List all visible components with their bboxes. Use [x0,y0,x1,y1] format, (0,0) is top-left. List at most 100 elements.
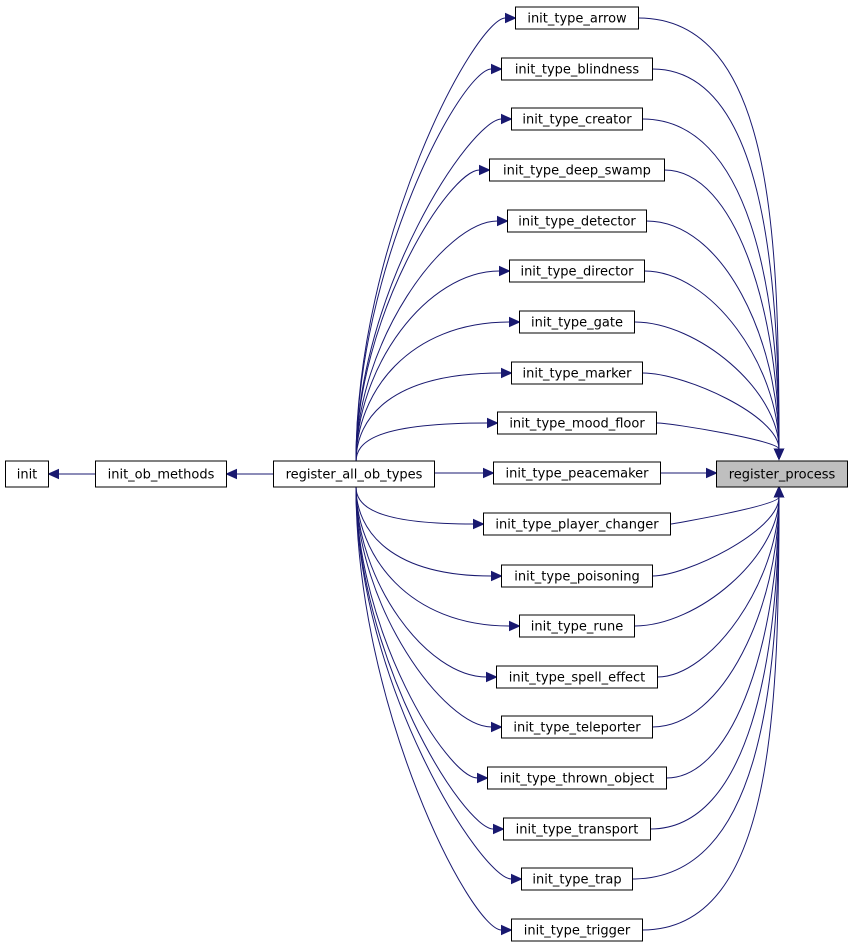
node-label: init_type_teleporter [513,721,641,736]
node-init-type-gate[interactable]: init_type_gate [519,310,635,334]
node-init-type-thrown-object[interactable]: init_type_thrown_object [487,766,667,790]
node-init-type-poisoning[interactable]: init_type_poisoning [501,564,653,588]
arrowhead [473,518,485,530]
edge-line [355,17,506,463]
edge-line [652,496,780,728]
edge-line [355,321,510,463]
edge-init_type_detector-to-register_all_ob_types [355,215,509,463]
node-box [493,461,661,485]
node-init-type-detector[interactable]: init_type_detector [507,209,647,233]
node-register-process[interactable]: register_process [716,460,848,488]
edge-line [664,169,780,450]
node-label: init_type_creator [522,113,632,128]
edge-line [642,118,780,450]
node-init-type-arrow[interactable]: init_type_arrow [515,6,639,30]
edge-line [355,486,510,627]
node-label: init_type_mood_floor [509,417,645,432]
arrowhead [493,823,505,835]
arrowhead [773,448,785,461]
node-label: init_type_blindness [515,63,640,78]
edge-register_process-to-init_type_poisoning [652,485,785,577]
edge-line [632,496,780,880]
node-init-type-peacemaker[interactable]: init_type_peacemaker [493,461,661,485]
edge-line [670,496,780,525]
edge-line [634,321,780,450]
node-box [273,460,435,488]
edge-register_process-to-init_type_thrown_object [666,485,785,779]
node-label: init_type_director [520,265,634,280]
node-label: init_type_trap [532,873,621,888]
node-box [5,460,49,488]
edge-line [666,496,780,779]
node-init-type-marker[interactable]: init_type_marker [511,361,643,385]
node-init-type-player-changer[interactable]: init_type_player_changer [483,512,671,536]
node-box [483,512,671,536]
node-init-type-trigger[interactable]: init_type_trigger [511,918,643,942]
edge-register_process-to-init_type_trigger [642,485,785,931]
arrowhead [225,468,237,480]
arrowhead [501,113,513,125]
edge-init_type_spell_effect-to-register_all_ob_types [355,486,498,683]
arrowhead [773,485,785,498]
arrowhead [501,924,513,936]
edge-register_process-to-init_type_player_changer [670,485,785,525]
edge-line [652,68,780,450]
edge-line [355,486,494,830]
edge-init_type_peacemaker-to-register_all_ob_types [434,467,495,479]
node-box [503,817,651,841]
node-label: init_type_peacemaker [506,467,650,482]
arrowhead [486,671,498,683]
arrowhead [491,721,503,733]
edge-line [355,486,512,880]
edge-init_type_director-to-register_all_ob_types [355,265,511,463]
node-label: init_type_rune [531,620,623,635]
edge-init_type_teleporter-to-register_all_ob_types [355,486,503,733]
node-init-type-spell-effect[interactable]: init_type_spell_effect [496,665,658,689]
edge-init_type_trigger-to-register_all_ob_types [355,486,513,936]
edge-register_process-to-init_type_marker [642,372,785,461]
edge-line [355,68,492,463]
node-init[interactable]: init [5,460,49,488]
node-box [487,766,667,790]
node-label: init_type_detector [518,215,636,230]
node-init-type-teleporter[interactable]: init_type_teleporter [501,715,653,739]
node-init-type-rune[interactable]: init_type_rune [519,614,635,638]
node-init-type-mood-floor[interactable]: init_type_mood_floor [497,411,657,435]
node-init-ob-methods[interactable]: init_ob_methods [95,460,227,488]
edge-init_type_trap-to-register_all_ob_types [355,486,523,885]
node-label: init_ob_methods [108,468,215,483]
node-init-type-trap[interactable]: init_type_trap [521,867,633,891]
edge-line [644,270,780,450]
node-label: init_type_poisoning [514,570,640,585]
node-box [509,259,645,283]
edge-line [355,486,492,728]
edge-register_process-to-init_type_spell_effect [657,485,785,678]
node-box [515,6,639,30]
node-init-type-blindness[interactable]: init_type_blindness [501,57,653,81]
node-init-type-transport[interactable]: init_type_transport [503,817,651,841]
node-box [489,158,665,182]
node-box [519,310,635,334]
arrowhead [491,570,503,582]
edge-init_type_deep_swamp-to-register_all_ob_types [355,164,491,463]
node-init-type-creator[interactable]: init_type_creator [511,107,643,131]
node-label: init_type_spell_effect [509,671,646,686]
edge-init_ob_methods-to-init [47,468,96,480]
node-init-type-deep-swamp[interactable]: init_type_deep_swamp [489,158,665,182]
edges-layer [47,12,785,936]
edge-register_process-to-init_type_arrow [638,17,785,461]
edge-line [355,486,487,678]
edge-line [634,496,780,627]
node-label: init_type_transport [516,823,639,838]
edge-line [355,372,502,463]
edge-init_type_player_changer-to-register_all_ob_types [355,486,485,530]
arrowhead [706,467,718,479]
node-label: init [17,468,38,483]
arrowhead [501,367,513,379]
arrowhead [487,417,499,429]
edge-register_all_ob_types-to-init_ob_methods [225,468,274,480]
node-init-type-director[interactable]: init_type_director [509,259,645,283]
arrowhead [483,467,495,479]
node-register-all-ob-types[interactable]: register_all_ob_types [273,460,435,488]
